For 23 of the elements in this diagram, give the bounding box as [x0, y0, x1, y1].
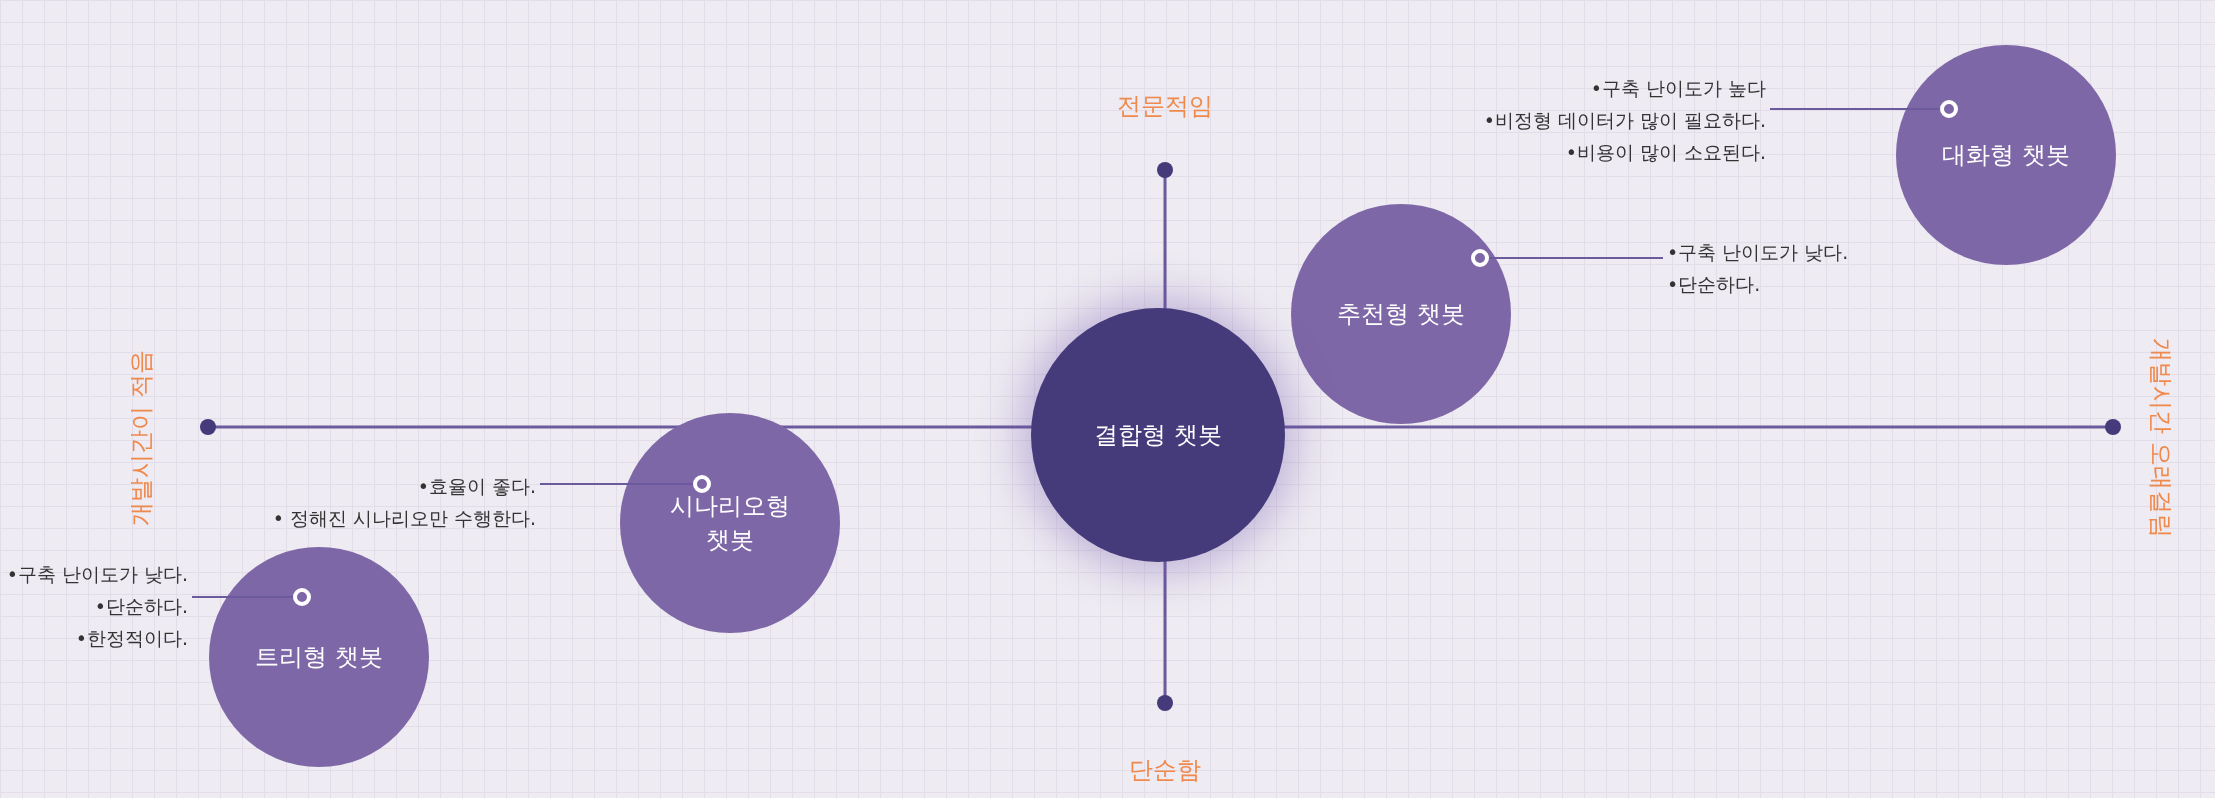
axis-label: 개발시간이 적음	[125, 350, 156, 526]
bullet-text: •효율이 좋다.	[417, 474, 536, 498]
circle-label: 추천형 챗봇	[1337, 299, 1465, 330]
leader-line	[191, 588, 311, 606]
circle-label: 대화형 챗봇	[1942, 140, 2070, 171]
leader-line	[539, 475, 711, 493]
bullet-text: •비정형 데이터가 많이 필요하다.	[1483, 108, 1766, 132]
axis-label: 개발시간 오래걸림	[2145, 338, 2176, 538]
circle-label: 트리형 챗봇	[255, 642, 383, 673]
leader-line	[1769, 100, 1958, 118]
leader-line	[1471, 249, 1664, 267]
bullet-text: •단순하다.	[94, 594, 188, 618]
bullet-text: • 정해진 시나리오만 수행한다.	[272, 506, 536, 530]
bullet-text: •구축 난이도가 높다	[1590, 76, 1766, 100]
circle-label: 시나리오형 챗봇	[669, 491, 791, 556]
bullet-text: •구축 난이도가 낮다.	[6, 562, 188, 586]
bullet-text: •단순하다.	[1667, 272, 1761, 296]
bullet-text: •한정적이다.	[75, 626, 188, 650]
circle-label: 결합형 챗봇	[1094, 420, 1222, 451]
axis-label: 전문적임	[1117, 91, 1213, 122]
bullet-text: •비용이 많이 소요된다.	[1565, 140, 1766, 164]
axis-label: 단순함	[1129, 755, 1201, 786]
bullet-text: •구축 난이도가 낮다.	[1667, 240, 1849, 264]
